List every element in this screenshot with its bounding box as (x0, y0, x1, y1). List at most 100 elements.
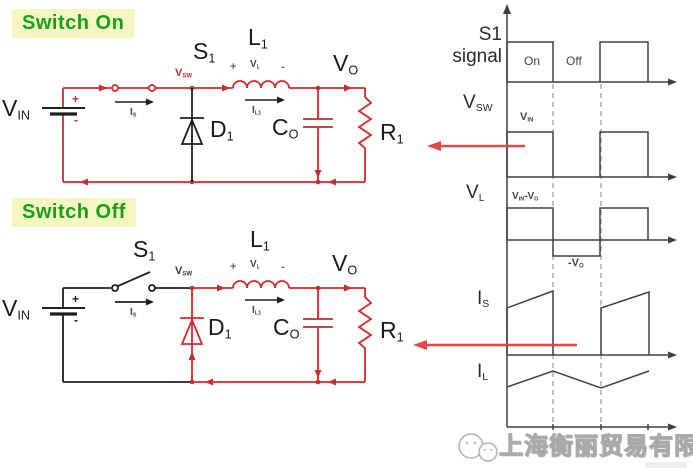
battery-minus-2: - (74, 313, 78, 327)
co-label-2: CO (273, 316, 299, 341)
battery-plus-1: + (72, 92, 80, 106)
l1-label-2: L1 (250, 228, 270, 253)
label-text: L (250, 226, 263, 252)
vl-high-level-label: VIN-VO (512, 192, 538, 203)
label-text: R (380, 317, 397, 343)
label-text: -V (524, 191, 535, 202)
label-sub: SW (475, 102, 493, 114)
s1-signal-trace (506, 41, 677, 86)
switch-closed-symbol (111, 84, 156, 92)
r1-label-2: R1 (380, 319, 404, 344)
vo-label-2: VO (332, 252, 357, 277)
vin-label-2: VIN (2, 297, 30, 322)
label-sub: 1 (148, 249, 156, 264)
vl-plus-1: + (230, 61, 237, 73)
label-sub: O (534, 196, 539, 203)
label-text: S1 (478, 24, 502, 45)
is-axis-label: IS (477, 289, 489, 310)
label-sub: L1 (254, 110, 262, 117)
label-sub: S (132, 112, 137, 119)
vl-label-1: VL (250, 60, 260, 71)
label-text: V (175, 67, 183, 79)
label-text: L (248, 24, 261, 50)
capacitor-symbol (303, 88, 333, 182)
label-sub: 1 (262, 239, 270, 254)
label-text: V (175, 265, 183, 277)
label-text: R (380, 119, 397, 145)
output-loop-red (180, 280, 373, 386)
switch-off-badge: Switch Off (12, 198, 136, 227)
label-sub: IN (527, 117, 534, 124)
label-sub: L (478, 192, 485, 204)
label-text: D (210, 116, 227, 142)
capacitor-symbol (303, 288, 333, 382)
label-text: -V (568, 257, 579, 269)
pointer-arrows (413, 141, 577, 350)
label-text: signal (452, 45, 502, 67)
label-sub: O (579, 263, 584, 270)
label-sub: S (132, 312, 137, 319)
label-text: V (250, 59, 257, 70)
il-axis-label: IL (477, 362, 488, 383)
label-text: I (477, 361, 483, 382)
switch-open-symbol (117, 271, 151, 287)
label-text: D (208, 314, 225, 340)
vin-level-label: VIN (520, 112, 533, 124)
label-sub: SW (182, 271, 193, 278)
is-trace (506, 289, 677, 359)
vl-minus-2: - (281, 261, 285, 273)
s1-label-1: S1 (193, 40, 215, 65)
il-trace (506, 370, 677, 431)
label-sub: L (256, 64, 261, 71)
label-text: V (520, 111, 528, 123)
label-text: I (130, 307, 133, 318)
label-sub: O (348, 63, 359, 78)
battery-plus-2: + (72, 292, 80, 306)
label-text: I (477, 288, 483, 309)
is-label-1: IS (130, 108, 136, 119)
vl-label-2: VL (250, 260, 260, 271)
label-text: V (512, 191, 519, 202)
label-text: V (250, 259, 257, 270)
label-text: S (193, 38, 209, 64)
label-sub: 1 (208, 51, 216, 66)
vsw-label-2: VSW (175, 266, 192, 278)
label-sub: IN (518, 196, 525, 203)
switch-on-circuit (42, 80, 373, 186)
switch-off-circuit (42, 271, 373, 386)
label-text: I (130, 107, 133, 118)
label-text: V (466, 182, 479, 203)
label-text: V (2, 295, 18, 321)
watermark-smudge (645, 462, 687, 468)
off-label: Off (566, 54, 582, 68)
s1-label-2: S1 (133, 238, 155, 263)
vo-label-1: VO (333, 52, 358, 77)
il1-label-1: IL1 (252, 106, 261, 117)
s1-signal-axis-label: S1 signal (440, 24, 502, 68)
pointer-arrow-vsw (427, 141, 441, 151)
current-flow-arrow (245, 296, 285, 304)
vl-plus-2: + (230, 261, 237, 273)
inductor-symbol (232, 280, 290, 289)
battery-symbol (42, 107, 85, 116)
current-arrowheads (188, 284, 352, 386)
vl-axis-label: VL (466, 183, 485, 204)
label-sub: IN (17, 308, 30, 323)
label-sub: 1 (396, 330, 404, 345)
label-sub: 1 (224, 327, 232, 342)
pointer-arrow-is (413, 340, 427, 350)
co-label-1: CO (272, 116, 298, 141)
resistor-symbol (357, 288, 373, 382)
watermark-logo (458, 433, 498, 462)
label-sub: L (482, 371, 489, 383)
label-sub: SW (182, 73, 193, 80)
current-arrowheads (80, 84, 352, 186)
label-sub: 1 (396, 132, 404, 147)
label-text: V (2, 95, 18, 121)
r1-label-1: R1 (380, 121, 404, 146)
current-flow-arrows (115, 96, 285, 106)
label-text: I (252, 105, 255, 116)
label-sub: O (288, 127, 299, 142)
diode-symbol (180, 88, 204, 182)
